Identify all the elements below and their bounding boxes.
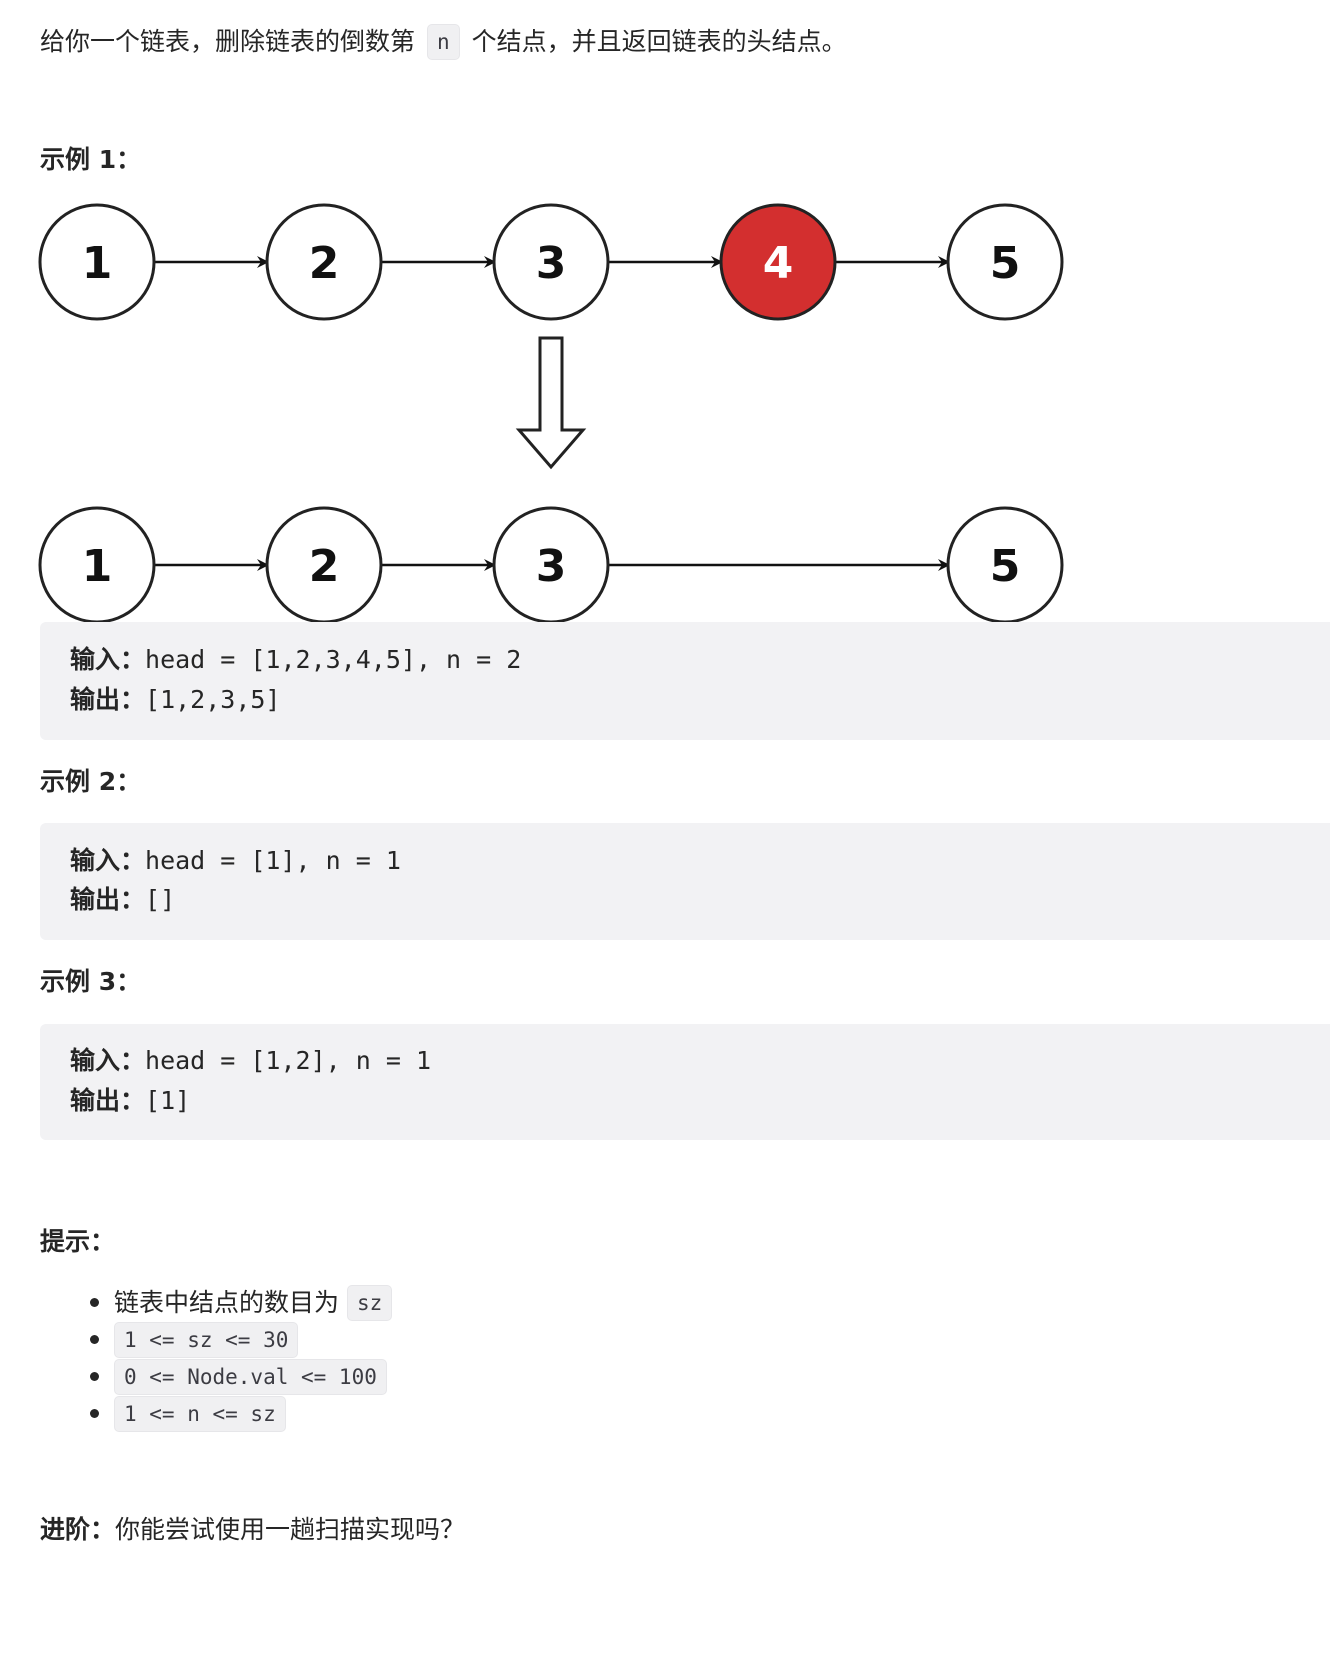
example-2-input-line: 输入：head = [1], n = 1: [70, 843, 401, 879]
input-label: 输入：: [70, 1046, 146, 1075]
removed-node-4-label: 4: [763, 238, 794, 289]
example-3-input-line: 输入：head = [1,2], n = 1: [70, 1043, 431, 1079]
follow-up-label: 进阶：: [40, 1515, 116, 1544]
bullet-icon: [90, 1335, 99, 1344]
hint-item: 1 <= n <= sz: [90, 1395, 392, 1432]
output-value: [1]: [145, 1086, 191, 1115]
linked-list-diagram: 1 2 3 4 5 1 2: [38, 203, 1064, 624]
problem-statement: 给你一个链表，删除链表的倒数第 n 个结点，并且返回链表的头结点。: [40, 24, 847, 60]
hint-code: 1 <= n <= sz: [114, 1396, 286, 1432]
statement-text-before: 给你一个链表，删除链表的倒数第: [40, 27, 416, 56]
top-node-5-label: 5: [990, 238, 1021, 289]
top-node-1: 1: [38, 203, 156, 321]
example-1-code-block: 输入：head = [1,2,3,4,5], n = 2 输出：[1,2,3,5…: [40, 622, 1330, 740]
hint-code: 0 <= Node.val <= 100: [114, 1359, 387, 1395]
bullet-icon: [90, 1298, 99, 1307]
bottom-node-2-label: 2: [309, 541, 340, 592]
input-label: 输入：: [70, 846, 146, 875]
top-node-1-label: 1: [82, 238, 113, 289]
statement-text-after: 个结点，并且返回链表的头结点。: [471, 27, 847, 56]
top-node-2: 2: [265, 203, 383, 321]
hint-item: 1 <= sz <= 30: [90, 1321, 392, 1358]
bottom-node-1: 1: [38, 506, 156, 624]
output-value: []: [145, 885, 176, 914]
hint-item: 0 <= Node.val <= 100: [90, 1358, 392, 1395]
transform-down-arrow: [515, 336, 587, 470]
example-1-title: 示例 1：: [40, 145, 142, 174]
example-3-output-line: 输出：[1]: [70, 1083, 190, 1119]
hint-code: 1 <= sz <= 30: [114, 1322, 299, 1358]
bottom-node-2: 2: [265, 506, 383, 624]
bottom-node-3-label: 3: [536, 541, 567, 592]
top-node-3-label: 3: [536, 238, 567, 289]
example-1-output-line: 输出：[1,2,3,5]: [70, 682, 280, 718]
bottom-node-1-label: 1: [82, 541, 113, 592]
example-2-title: 示例 2：: [40, 767, 142, 796]
example-2-code-block: 输入：head = [1], n = 1 输出：[]: [40, 823, 1330, 940]
example-3-title: 示例 3：: [40, 967, 142, 996]
follow-up: 进阶：你能尝试使用一趟扫描实现吗？: [40, 1512, 465, 1548]
top-node-3: 3: [492, 203, 610, 321]
follow-up-text: 你能尝试使用一趟扫描实现吗？: [115, 1515, 466, 1544]
input-label: 输入：: [70, 645, 146, 674]
top-node-5: 5: [946, 203, 1064, 321]
hint-code: sz: [347, 1285, 393, 1321]
output-value: [1,2,3,5]: [145, 685, 281, 714]
bottom-node-3: 3: [492, 506, 610, 624]
top-node-2-label: 2: [309, 238, 340, 289]
hint-text: 链表中结点的数目为: [114, 1288, 340, 1317]
input-value: head = [1], n = 1: [145, 846, 401, 875]
example-1-input-line: 输入：head = [1,2,3,4,5], n = 2: [70, 642, 521, 678]
output-label: 输出：: [70, 685, 146, 714]
hints-title: 提示：: [40, 1227, 116, 1256]
inline-code-n: n: [426, 24, 460, 60]
bottom-node-5-label: 5: [990, 541, 1021, 592]
example-3-code-block: 输入：head = [1,2], n = 1 输出：[1]: [40, 1024, 1330, 1140]
bullet-icon: [90, 1372, 99, 1381]
output-label: 输出：: [70, 1086, 146, 1115]
output-label: 输出：: [70, 885, 146, 914]
removed-node-4: 4: [719, 203, 837, 321]
input-value: head = [1,2,3,4,5], n = 2: [145, 645, 522, 674]
example-2-output-line: 输出：[]: [70, 882, 175, 918]
bottom-node-5: 5: [946, 506, 1064, 624]
input-value: head = [1,2], n = 1: [145, 1046, 431, 1075]
bullet-icon: [90, 1409, 99, 1418]
